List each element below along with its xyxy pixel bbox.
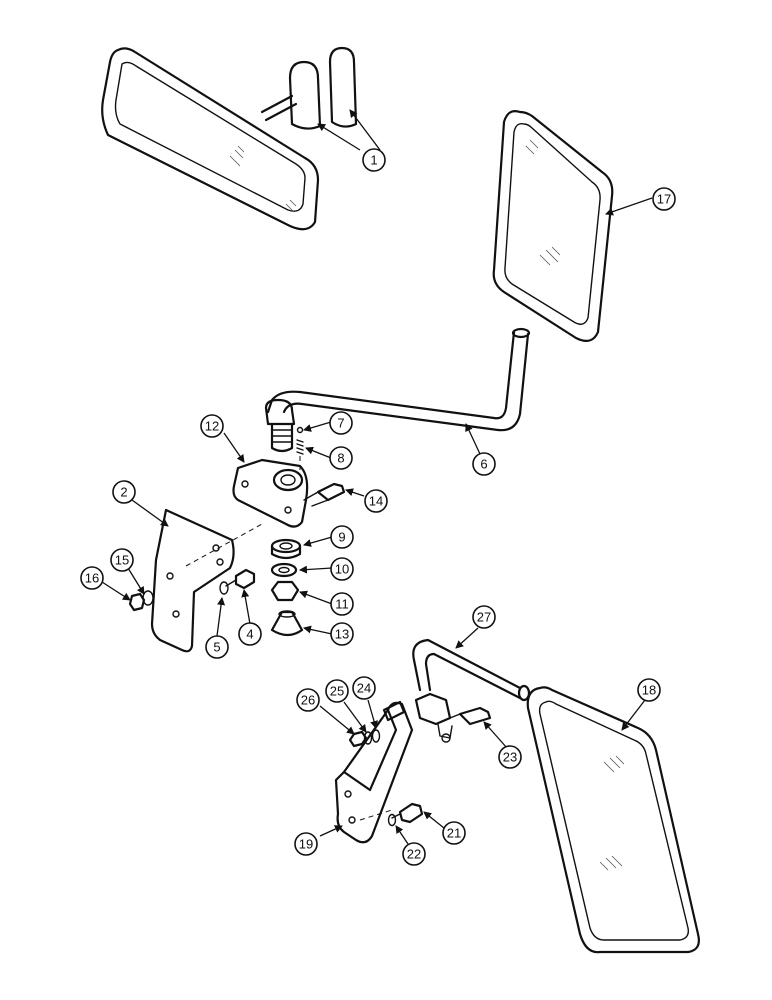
callout-labels: 1 17 12 7 8 6 14 2 9 15 10 16 11 4 5 13 27 18 26 25 24 23 19 21… xyxy=(80,148,676,866)
callout-9: 9 xyxy=(330,525,354,549)
callout-circle xyxy=(238,622,262,646)
callout-number: 26 xyxy=(301,693,315,708)
callout-18: 18 xyxy=(637,678,661,702)
callout-27: 27 xyxy=(472,605,496,629)
callout-number: 13 xyxy=(335,627,349,642)
callout-number: 7 xyxy=(337,416,344,431)
callout-number: 18 xyxy=(642,683,656,698)
callout-25: 25 xyxy=(325,679,349,703)
callout-circle xyxy=(294,832,318,856)
lower-mirror-arm xyxy=(412,638,531,702)
callout-number: 22 xyxy=(407,847,421,862)
callout-number: 6 xyxy=(480,457,487,472)
callout-12: 12 xyxy=(200,414,224,438)
callout-circle xyxy=(200,414,224,438)
callout-7: 7 xyxy=(329,411,353,435)
callout-26: 26 xyxy=(296,688,320,712)
callout-4: 4 xyxy=(238,622,262,646)
callout-circle xyxy=(205,635,229,659)
nut-washer-left xyxy=(128,590,154,612)
bolt-21-washer-22 xyxy=(387,802,424,827)
callout-number: 5 xyxy=(213,640,220,655)
callout-5: 5 xyxy=(205,635,229,659)
callout-circle xyxy=(330,622,354,646)
callout-circle xyxy=(362,148,386,172)
mirror-arm xyxy=(264,327,531,453)
callout-number: 11 xyxy=(335,597,349,612)
callout-number: 2 xyxy=(120,485,127,500)
callout-number: 1 xyxy=(370,153,377,168)
callout-22: 22 xyxy=(402,842,426,866)
mirror-head-upper xyxy=(492,110,614,343)
callout-11: 11 xyxy=(330,592,354,616)
callout-circle xyxy=(329,411,353,435)
callout-circle xyxy=(330,525,354,549)
leader-lines xyxy=(101,109,653,845)
callout-number: 4 xyxy=(246,627,253,642)
callout-number: 15 xyxy=(115,553,129,568)
callout-23: 23 xyxy=(498,745,522,769)
callout-circle xyxy=(330,592,354,616)
callout-21: 21 xyxy=(442,821,466,845)
callout-number: 23 xyxy=(503,750,517,765)
mirror-head-lower xyxy=(526,686,700,954)
callout-number: 27 xyxy=(477,610,491,625)
bolt-14 xyxy=(303,482,346,507)
callout-10: 10 xyxy=(330,557,354,581)
callout-circle xyxy=(364,489,388,513)
callout-15: 15 xyxy=(110,548,134,572)
callout-13: 13 xyxy=(330,622,354,646)
mount-bracket-12 xyxy=(232,458,309,528)
callout-circle xyxy=(112,480,136,504)
callout-6: 6 xyxy=(472,452,496,476)
callout-number: 9 xyxy=(338,530,345,545)
callout-2: 2 xyxy=(112,480,136,504)
callout-circle xyxy=(498,745,522,769)
mount-plate-2 xyxy=(150,508,263,653)
callout-number: 10 xyxy=(335,562,349,577)
callout-circle xyxy=(110,548,134,572)
callout-circle xyxy=(637,678,661,702)
callout-circle xyxy=(472,605,496,629)
callout-number: 24 xyxy=(357,681,371,696)
callout-circle xyxy=(652,187,676,211)
callout-circle xyxy=(296,688,320,712)
callout-circle xyxy=(325,679,349,703)
callout-circle xyxy=(442,821,466,845)
callout-circle xyxy=(352,676,376,700)
callout-number: 16 xyxy=(85,571,99,586)
callout-19: 19 xyxy=(294,832,318,856)
callout-16: 16 xyxy=(80,566,104,590)
callout-number: 12 xyxy=(205,419,219,434)
callout-number: 21 xyxy=(447,826,461,841)
callout-circle xyxy=(402,842,426,866)
interior-mirror xyxy=(101,46,358,231)
callout-1: 1 xyxy=(362,148,386,172)
callout-circle xyxy=(329,446,353,470)
callout-circle xyxy=(330,557,354,581)
callout-14: 14 xyxy=(364,489,388,513)
callout-24: 24 xyxy=(352,676,376,700)
lower-bracket xyxy=(334,700,414,844)
callout-number: 14 xyxy=(369,494,383,509)
callout-number: 25 xyxy=(330,684,344,699)
callout-circle xyxy=(80,566,104,590)
callout-8: 8 xyxy=(329,446,353,470)
fastener-stack xyxy=(270,538,304,637)
callout-number: 8 xyxy=(337,451,344,466)
bolt-4-washer-5 xyxy=(219,568,256,595)
callout-17: 17 xyxy=(652,187,676,211)
clamp-block xyxy=(414,692,492,743)
callout-circle xyxy=(472,452,496,476)
callout-number: 17 xyxy=(657,192,671,207)
callout-number: 19 xyxy=(299,837,313,852)
